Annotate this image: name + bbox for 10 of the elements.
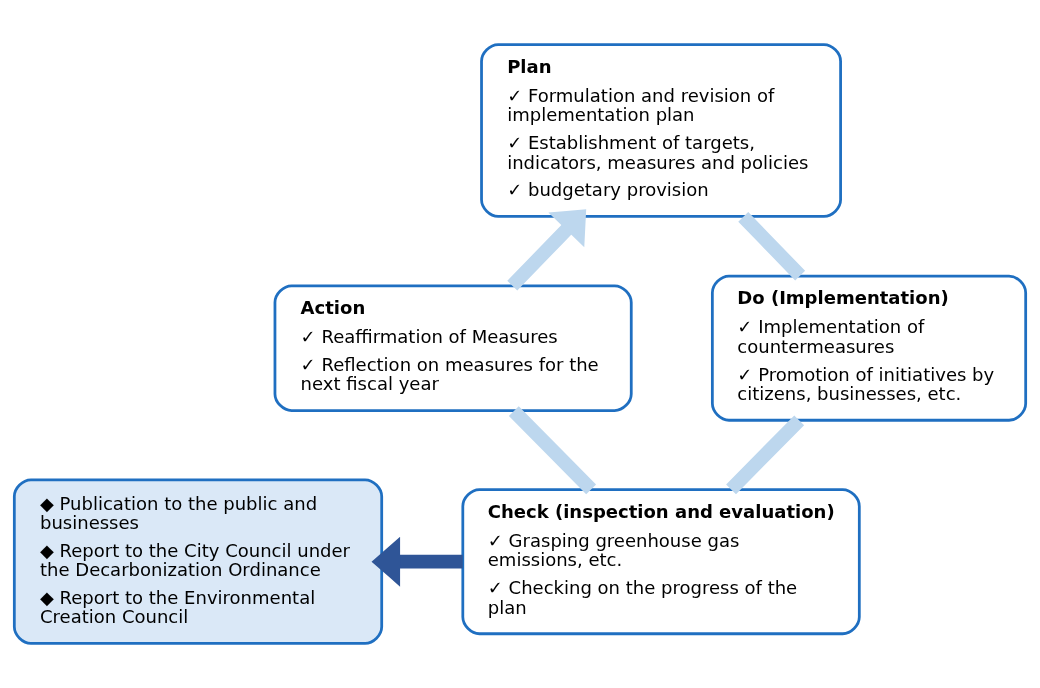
node-box: Plan ✓ Formulation and revision of implementation plan ✓ Establishment of targets, indicators, measures and policies ✓ budgetary provision <box>480 43 842 218</box>
connector <box>508 406 597 495</box>
arrow <box>507 209 587 291</box>
arrow <box>371 536 463 587</box>
connector <box>738 212 806 281</box>
connector <box>726 415 805 495</box>
node-box: ◆ Publication to the public and businesses ◆ Report to the City Council under the Decarbonization Ordinance ◆ Report to the Environmental Creation Council <box>12 478 384 645</box>
node-box: Check (inspection and evaluation) ✓ Grasping greenhouse gas emissions, etc. ✓ Checking on the progress of the plan <box>461 488 861 636</box>
node-box: Do (Implementation) ✓ Implementation of countermeasures ✓ Promotion of initiatives by citizens, businesses, etc. <box>710 274 1028 422</box>
node-box: Action ✓ Reaffirmation of Measures ✓ Reflection on measures for the next fiscal year <box>273 284 633 412</box>
